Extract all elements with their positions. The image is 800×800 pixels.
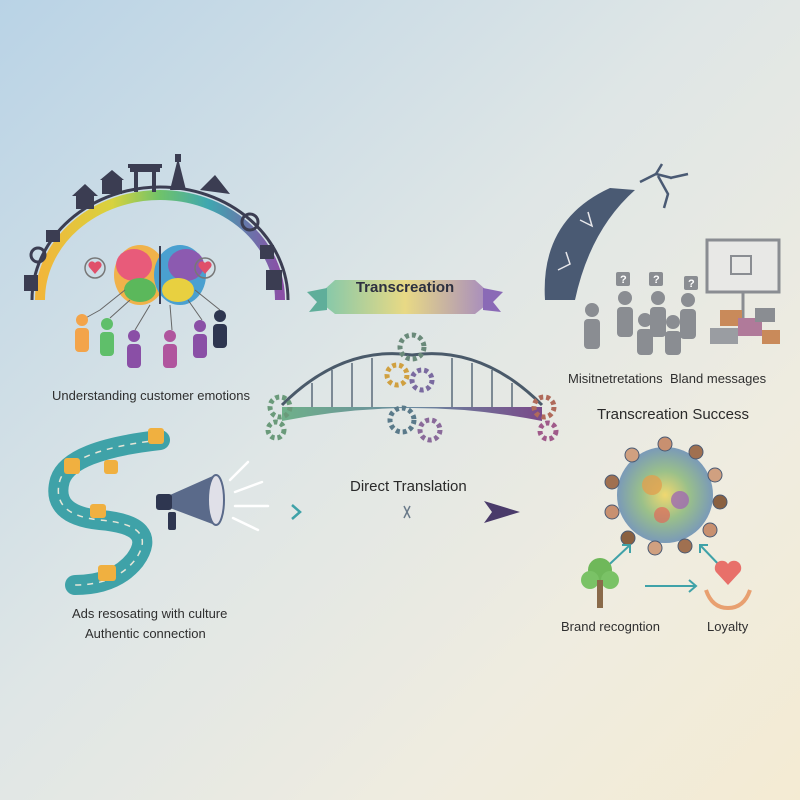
heart-hands-icon [704, 560, 752, 611]
svg-text:?: ? [688, 278, 695, 290]
svg-text:?: ? [653, 274, 660, 286]
brand-recognition-label: Brand recogntion [561, 619, 661, 634]
loyalty-label: Loyalty [707, 619, 749, 634]
blank-monitor-icon [705, 238, 781, 330]
winding-road-illustration [48, 428, 270, 595]
transcreation-banner-text: Transcreation [355, 279, 455, 296]
heart-icon-left [84, 257, 106, 279]
authentic-connection-label: Authentic connection [85, 626, 206, 641]
transcreation-banner [307, 280, 503, 314]
colorful-brain-icon [114, 245, 206, 305]
culture-arch-illustration [24, 154, 290, 368]
transcreation-success-heading: Transcreation Success [597, 406, 750, 423]
clutter-icon [710, 308, 780, 344]
ads-resonating-label: Ads resosating with culture [72, 606, 228, 621]
globe-icon [617, 447, 713, 543]
people-ring-icon [604, 436, 728, 556]
crack-icon [639, 163, 689, 209]
broken-arc [544, 188, 635, 300]
landmark-silhouettes-icon [24, 154, 282, 291]
misinterpretations-label: Misitnetretations [568, 371, 663, 386]
people-group-icon [75, 310, 227, 368]
understanding-emotions-label: Understanding customer emotions [52, 388, 250, 403]
tree-icon [581, 558, 619, 608]
puzzle-piece-icon [64, 428, 164, 581]
gear-icon [265, 332, 559, 443]
bland-messages-label: Bland messages [670, 371, 767, 386]
svg-text:?: ? [620, 274, 627, 286]
broken-arc-illustration: ??? [544, 163, 781, 355]
megaphone-icon [156, 474, 225, 530]
question-mark-icon [616, 272, 698, 290]
confused-people-icon [584, 291, 696, 355]
heart-icon-right [194, 257, 216, 279]
direct-translation-arrow [291, 501, 520, 523]
gear-bridge-illustration [265, 332, 559, 443]
success-cycle-illustration [581, 436, 752, 611]
direct-translation-label: Direct Translation [350, 478, 467, 495]
bridge-deck [282, 407, 542, 421]
